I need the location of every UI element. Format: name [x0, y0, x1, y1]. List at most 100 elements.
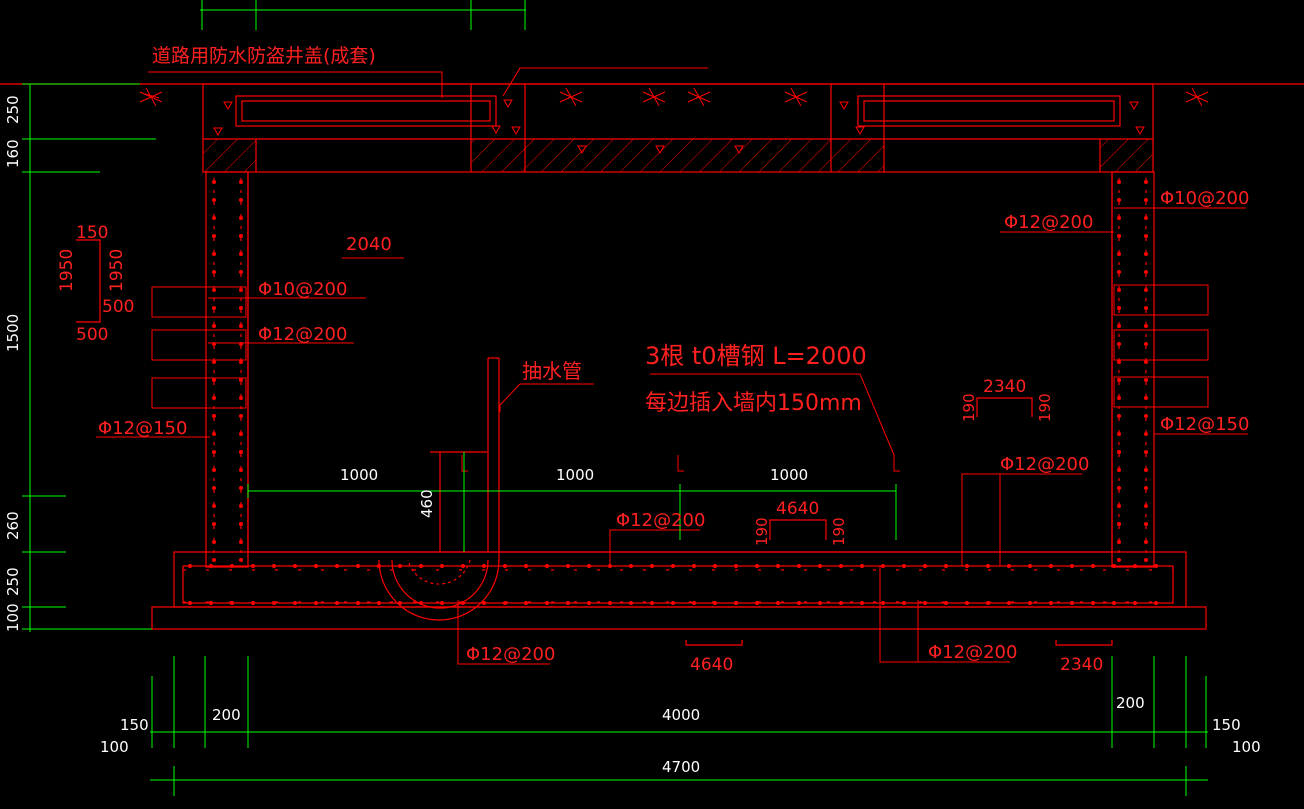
rebar-dot [1091, 564, 1095, 568]
rebar-dot [650, 564, 654, 568]
dim-vert-260: 260 [4, 511, 22, 540]
rebar-dot [398, 601, 402, 605]
rebar-dot [1070, 601, 1074, 605]
rebar-dot [797, 564, 801, 568]
detail-left-1950a: 1950 [57, 249, 77, 292]
rebar-dot [923, 601, 927, 605]
rebar-dot [212, 414, 216, 418]
rebar-dot [629, 564, 633, 568]
detail-2340-190a: 190 [960, 393, 978, 422]
rebar-dot [1144, 180, 1148, 184]
rebar-dot [1049, 601, 1053, 605]
dimension-lines [22, 0, 1208, 796]
rebar-dot [239, 288, 243, 292]
rebar-dot [902, 601, 906, 605]
rebar-dot [1117, 270, 1121, 274]
rebar-dot [545, 564, 549, 568]
detail-left-1950b: 1950 [107, 249, 127, 292]
rebar-dot [692, 601, 696, 605]
rebar-dot [671, 601, 675, 605]
rebar-dot [1144, 432, 1148, 436]
rebar-dot [986, 564, 990, 568]
rebar-dot [1117, 234, 1121, 238]
rebar-dot [212, 378, 216, 382]
rebar-dot [209, 564, 213, 568]
dim-2040: 2040 [346, 234, 392, 255]
rebar-dot [212, 252, 216, 256]
rebar-dot [272, 564, 276, 568]
rebar-dot [1117, 522, 1121, 526]
rebar-dot [1154, 601, 1158, 605]
rebar-dot [1112, 564, 1116, 568]
rebar-dot [608, 601, 612, 605]
rebar-dot [1117, 540, 1121, 544]
dim-vert-250: 250 [4, 95, 22, 124]
rebar-dot [1117, 450, 1121, 454]
rebar-dot [212, 306, 216, 310]
rebar-dot [629, 601, 633, 605]
detail-4640-190a: 190 [753, 517, 771, 546]
rebar-dot [1144, 558, 1148, 562]
rebar-dot [923, 564, 927, 568]
rebar-dot [1144, 396, 1148, 400]
rebar-dot [239, 504, 243, 508]
dim-bottom-150-right: 150 [1212, 716, 1241, 734]
rebar-dot [239, 486, 243, 490]
rebar-right-3: Φ12@150 [1160, 414, 1249, 435]
rebar-dot [524, 601, 528, 605]
rebar-dot [398, 564, 402, 568]
rebar-dot [881, 601, 885, 605]
rebar-dot [1007, 601, 1011, 605]
rebar-dot [251, 564, 255, 568]
rebar-dot [212, 522, 216, 526]
rebar-dot [239, 450, 243, 454]
rebar-dot [1112, 601, 1116, 605]
wall-tie-bars-left [151, 286, 247, 409]
leader-lines [96, 67, 1248, 665]
rebar-dot [377, 601, 381, 605]
rebar-dot [212, 342, 216, 346]
rebar-dot [356, 564, 360, 568]
dim-vert-160: 160 [4, 139, 22, 168]
dim-bottom-200a: 200 [212, 706, 241, 724]
rebar-dot [566, 601, 570, 605]
rebar-left-3: Φ12@150 [98, 418, 187, 439]
dim-bottom-4000: 4000 [662, 706, 700, 724]
rebar-dot [419, 564, 423, 568]
rebar-dot [293, 564, 297, 568]
rebar-dot [713, 564, 717, 568]
manhole-covers [235, 95, 1121, 127]
rebar-dot [818, 564, 822, 568]
rebar-dot [1117, 558, 1121, 562]
rebar-dot [212, 270, 216, 274]
rebar-dot [482, 601, 486, 605]
detail-left-500a: 500 [102, 297, 134, 317]
rebar-dot [1144, 540, 1148, 544]
rebar-dot [755, 564, 759, 568]
rebar-right-2: Φ12@200 [1004, 212, 1093, 233]
rebar-dot [1117, 486, 1121, 490]
rebar-dot [1117, 288, 1121, 292]
rebar-dot [1091, 601, 1095, 605]
rebar-dot [839, 564, 843, 568]
rebar-dot [566, 564, 570, 568]
rebar-dot [944, 601, 948, 605]
rebar-dot [440, 601, 444, 605]
bottom-4640: 4640 [690, 655, 733, 675]
soil-hatch-marks [139, 87, 1209, 107]
rebar-dot [239, 432, 243, 436]
rebar-dot [1144, 306, 1148, 310]
rebar-right-1: Φ10@200 [1160, 188, 1249, 209]
rebar-dot [212, 504, 216, 508]
pump-pipe-label: 抽水管 [522, 359, 582, 383]
rebar-floor-mid: Φ12@200 [616, 510, 705, 531]
rebar-dot [965, 601, 969, 605]
rebar-dot [545, 601, 549, 605]
rebar-dot [671, 564, 675, 568]
cover-note-label: 道路用防水防盗井盖(成套) [152, 45, 376, 67]
rebar-dot [881, 564, 885, 568]
rebar-dot [239, 324, 243, 328]
rebar-dot [1117, 378, 1121, 382]
rebar-dot [239, 216, 243, 220]
rebar-dot [239, 396, 243, 400]
